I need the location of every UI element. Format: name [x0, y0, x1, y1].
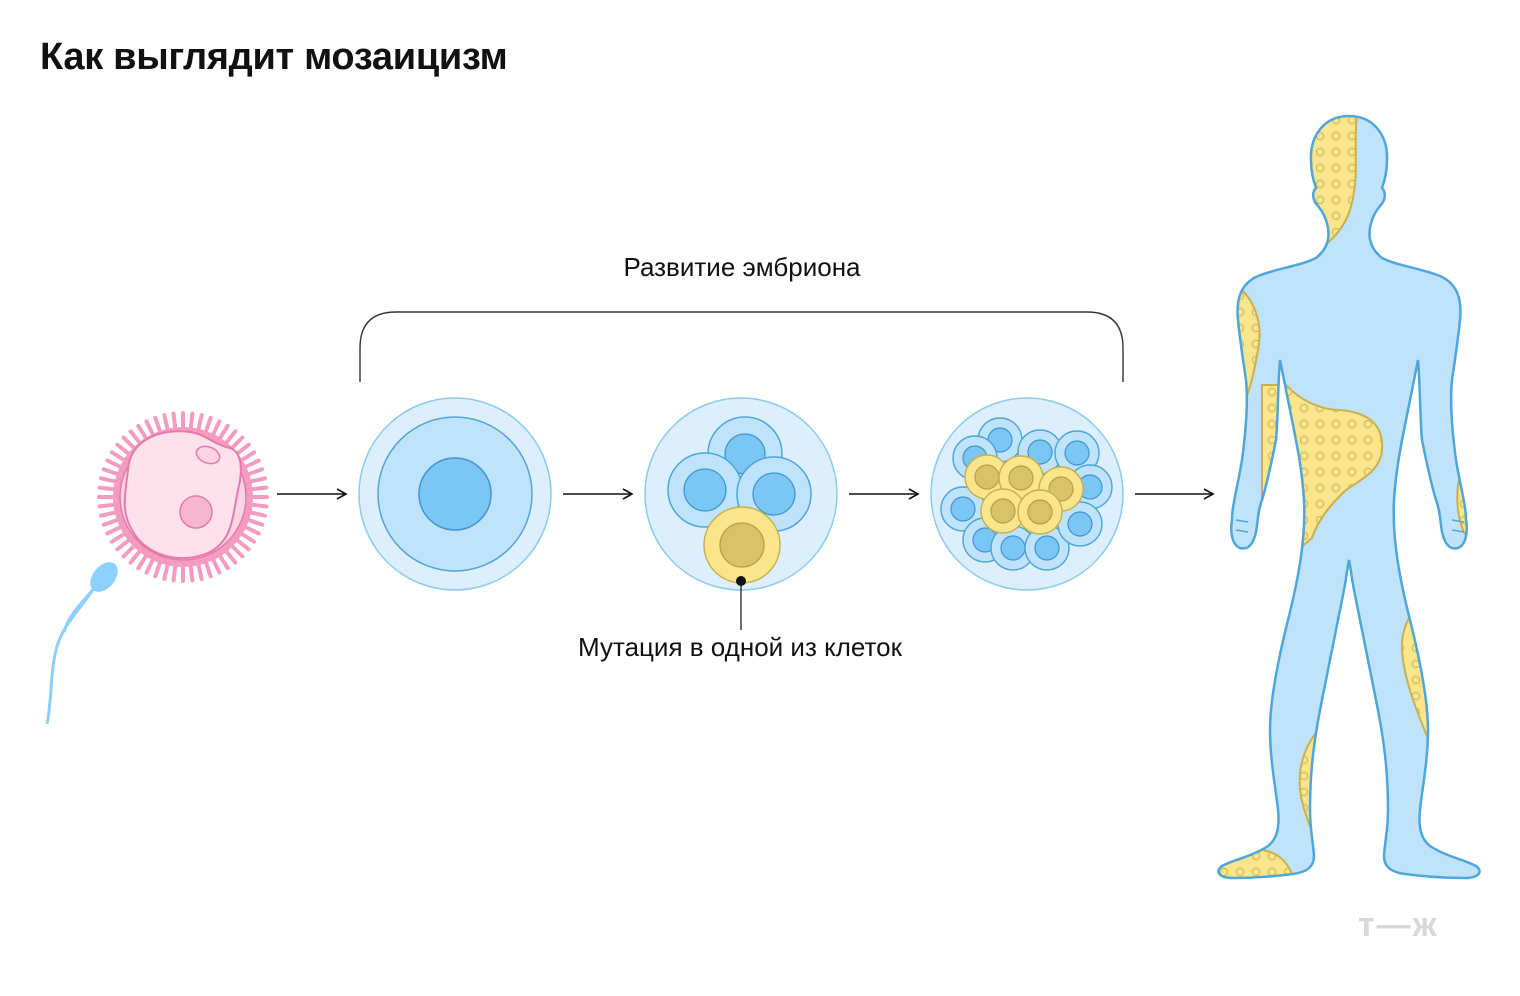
mutation-label: Мутация в одной из клеток: [578, 632, 902, 662]
zygote-icon: [358, 397, 552, 591]
four-cell-embryo-icon: [644, 397, 838, 630]
morula-icon: [930, 397, 1124, 591]
page-title: Как выглядит мозаицизм: [40, 36, 508, 78]
sperm-icon: [45, 562, 118, 725]
embryo-development-label: Развитие эмбриона: [623, 252, 861, 282]
egg-cell-icon: [97, 411, 269, 583]
human-body-icon: [1217, 114, 1481, 880]
bracket-icon: [359, 311, 1124, 382]
brand-logo: т—ж: [1358, 906, 1439, 944]
